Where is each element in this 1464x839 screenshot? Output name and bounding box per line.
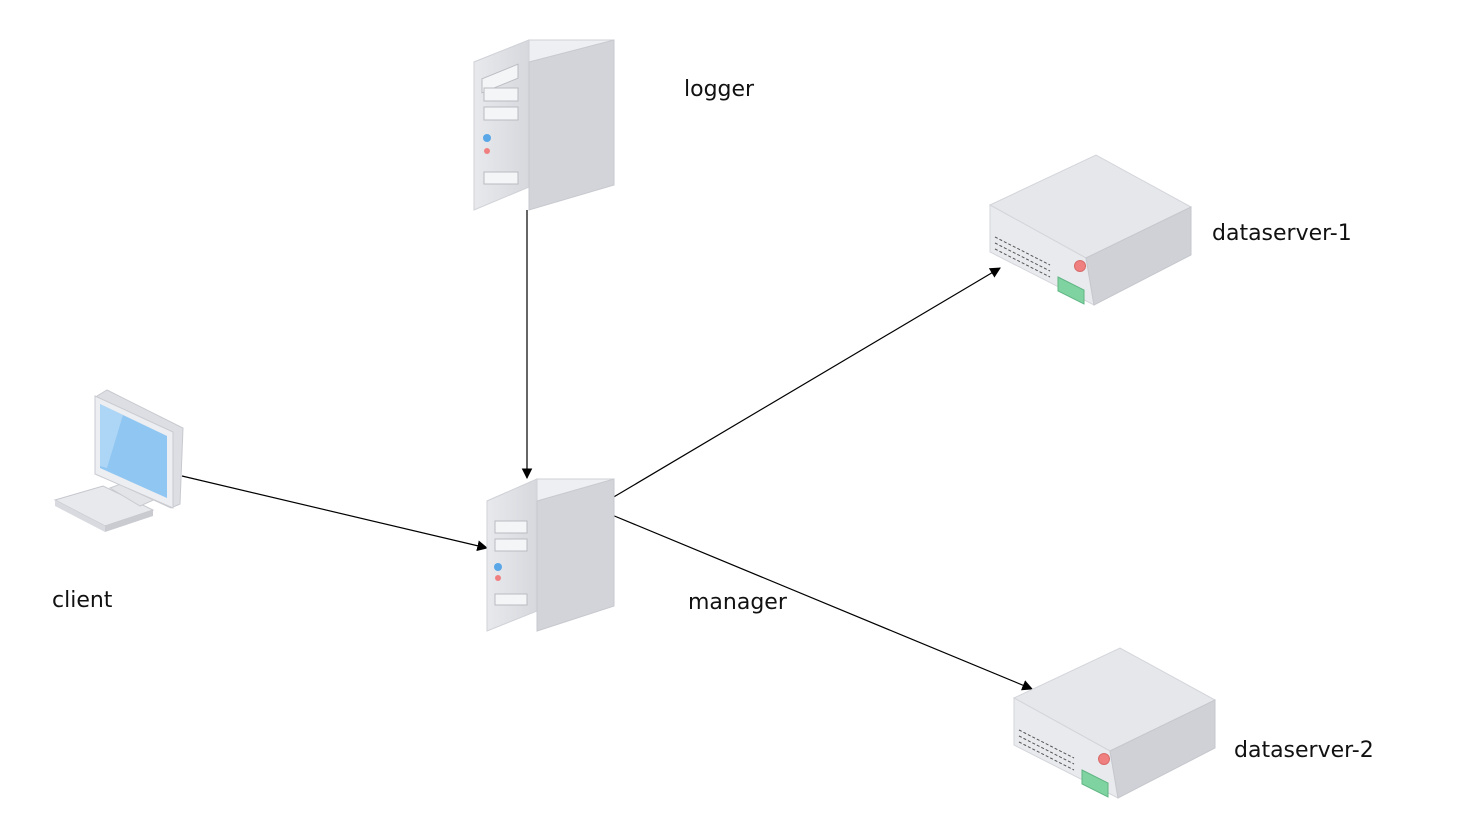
label-client: client (52, 588, 113, 613)
rack-server-icon (1012, 647, 1217, 799)
label-dataserver-2: dataserver-2 (1234, 738, 1374, 763)
label-logger: logger (684, 77, 755, 102)
tower-server-icon (473, 39, 615, 211)
label-manager: manager (688, 590, 788, 615)
edge-client-manager (181, 475, 489, 552)
tower-server-icon (486, 478, 615, 632)
rack-server-icon (988, 154, 1193, 306)
label-dataserver-1: dataserver-1 (1212, 221, 1352, 246)
desktop-computer-icon (53, 389, 184, 532)
edge-manager-dataserver-1 (611, 267, 1001, 499)
edge-manager-dataserver-2 (611, 514, 1033, 691)
